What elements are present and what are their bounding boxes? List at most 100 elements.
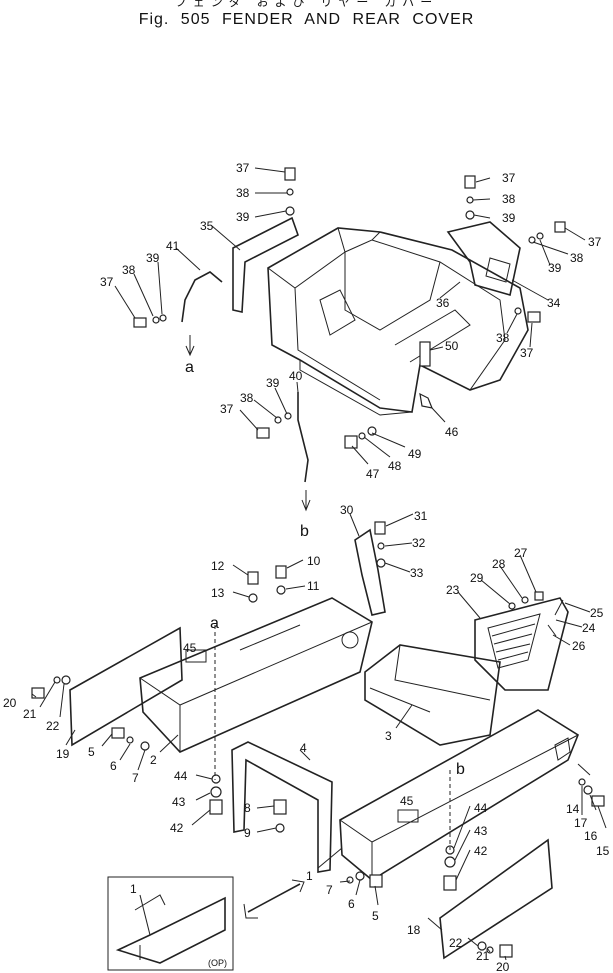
callout-44: 44 <box>474 801 488 815</box>
rear-cover-assembly <box>267 227 529 416</box>
callout-20: 20 <box>496 960 510 973</box>
callout-25: 25 <box>590 606 604 620</box>
callout-6: 6 <box>348 897 355 911</box>
callout-17: 17 <box>574 816 588 830</box>
reference-arrows <box>185 335 451 850</box>
callout-46: 46 <box>445 425 459 439</box>
callout-9: 9 <box>244 826 251 840</box>
callout-b: b <box>456 761 465 778</box>
callout-36: 36 <box>436 296 450 310</box>
callout-labels: 37 38 39 35 37 38 39 41 38 39 37 a 37 38… <box>3 161 610 973</box>
callout-32: 32 <box>412 536 426 550</box>
callout-26: 26 <box>572 639 586 653</box>
callout-38: 38 <box>122 263 136 277</box>
callout-37: 37 <box>520 346 534 360</box>
side-plate-18 <box>439 838 553 960</box>
callout-3: 3 <box>385 729 392 743</box>
figure-title: Fig. 505 FENDER AND REAR COVER <box>138 11 475 28</box>
bracket-34 <box>446 221 521 297</box>
callout-10: 10 <box>307 554 321 568</box>
callout-39: 39 <box>548 261 562 275</box>
callout-22: 22 <box>46 719 60 733</box>
callout-11: 11 <box>307 579 320 593</box>
callout-a: a <box>185 359 194 376</box>
callout-50: 50 <box>445 339 459 353</box>
support-bracket-4 <box>231 741 333 873</box>
callout-12: 12 <box>211 559 225 573</box>
callout-31: 31 <box>414 509 428 523</box>
callout-38: 38 <box>496 331 510 345</box>
callout-39: 39 <box>502 211 516 225</box>
callout-27: 27 <box>514 546 528 560</box>
callout-30: 30 <box>340 503 354 517</box>
callout-45: 45 <box>400 794 414 808</box>
callout-7: 7 <box>132 771 139 785</box>
subtitle-japanese: フェンダ および リヤー カバー <box>174 0 439 9</box>
callout-2: 2 <box>150 753 157 767</box>
callout-20: 20 <box>3 696 17 710</box>
cover-plate-35 <box>232 216 299 313</box>
leader-lines <box>31 167 607 961</box>
callout-37: 37 <box>588 235 602 249</box>
callout-4: 4 <box>300 741 307 755</box>
callout-b: b <box>300 523 309 540</box>
callout-14: 14 <box>566 802 580 816</box>
panel-23 <box>474 597 569 691</box>
tray-3 <box>364 644 501 746</box>
callout-39: 39 <box>236 210 250 224</box>
callout-42: 42 <box>170 821 184 835</box>
callout-16: 16 <box>584 829 598 843</box>
callout-a: a <box>210 615 219 632</box>
callout-44: 44 <box>174 769 188 783</box>
callout-op: (OP) <box>208 958 227 968</box>
callout-6: 6 <box>110 759 117 773</box>
callout-43: 43 <box>172 795 186 809</box>
callout-18: 18 <box>407 923 421 937</box>
callout-5: 5 <box>88 745 95 759</box>
callout-19: 19 <box>56 747 70 761</box>
callout-37: 37 <box>100 275 114 289</box>
callout-47: 47 <box>366 467 380 481</box>
callout-43: 43 <box>474 824 488 838</box>
callout-7: 7 <box>326 883 333 897</box>
callout-49: 49 <box>408 447 422 461</box>
callout-21: 21 <box>23 707 37 721</box>
callout-23: 23 <box>446 583 460 597</box>
callout-38: 38 <box>570 251 584 265</box>
hardware-bolts <box>31 167 605 958</box>
callout-24: 24 <box>582 621 596 635</box>
callout-40: 40 <box>289 369 303 383</box>
callout-8: 8 <box>244 801 251 815</box>
callout-35: 35 <box>200 219 214 233</box>
callout-39: 39 <box>146 251 160 265</box>
callout-34: 34 <box>547 296 561 310</box>
callout-1: 1 <box>130 882 137 896</box>
callout-28: 28 <box>492 557 506 571</box>
bracket-30 <box>354 528 386 616</box>
rod-40 <box>297 392 309 483</box>
callout-33: 33 <box>410 566 424 580</box>
callout-13: 13 <box>211 586 225 600</box>
callout-29: 29 <box>470 571 484 585</box>
callout-37: 37 <box>220 402 234 416</box>
option-inset <box>107 876 234 971</box>
side-plate-19 <box>69 626 183 747</box>
rod-41 <box>181 271 223 323</box>
callout-41: 41 <box>166 239 180 253</box>
callout-37: 37 <box>502 171 516 185</box>
callout-42: 42 <box>474 844 488 858</box>
callout-37: 37 <box>236 161 250 175</box>
callout-22: 22 <box>449 936 463 950</box>
callout-38: 38 <box>240 391 254 405</box>
callout-15: 15 <box>596 844 610 858</box>
callout-38: 38 <box>502 192 516 206</box>
callout-5: 5 <box>372 909 379 923</box>
callout-45: 45 <box>183 641 197 655</box>
callout-48: 48 <box>388 459 402 473</box>
callout-38: 38 <box>236 186 250 200</box>
fender-2 <box>139 597 373 753</box>
callout-1: 1 <box>306 869 313 883</box>
direction-arrow <box>243 879 305 919</box>
fender-1 <box>339 709 579 881</box>
